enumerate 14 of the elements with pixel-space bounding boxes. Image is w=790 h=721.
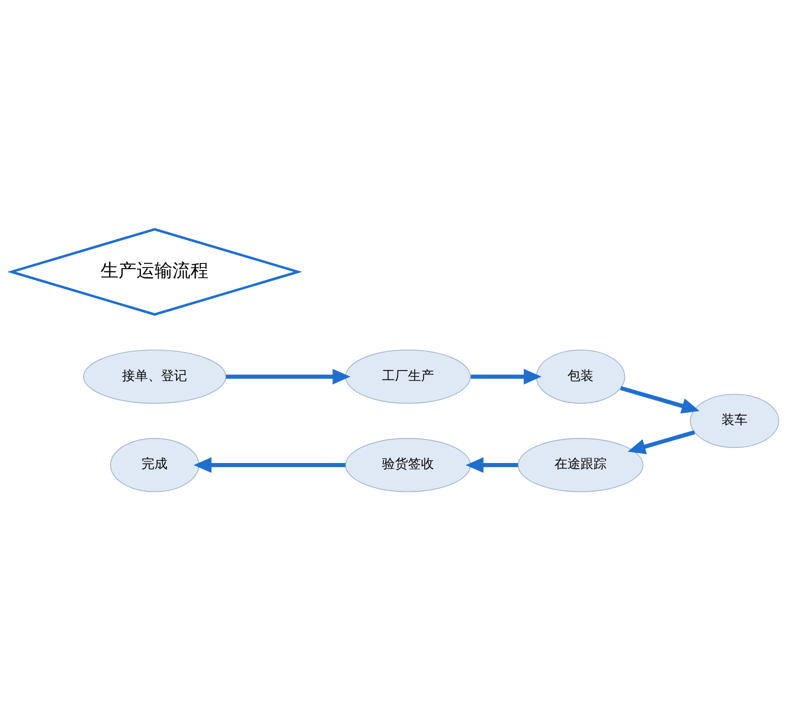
node-ellipse: 工厂生产 [345,350,471,404]
node-ellipse: 装车 [690,394,780,448]
arrow [194,457,346,473]
node-ellipse: 在途跟踪 [518,438,644,492]
arrow [466,457,518,473]
arrow [470,368,542,384]
node-diamond: 生产运输流程 [8,228,302,316]
node-ellipse: 验货签收 [345,438,471,492]
node-ellipse: 包装 [536,350,626,404]
node-ellipse: 完成 [110,438,200,492]
node-ellipse: 接单、登记 [83,350,226,404]
arrow [226,368,350,384]
arrow [620,386,700,414]
arrow [628,430,696,454]
